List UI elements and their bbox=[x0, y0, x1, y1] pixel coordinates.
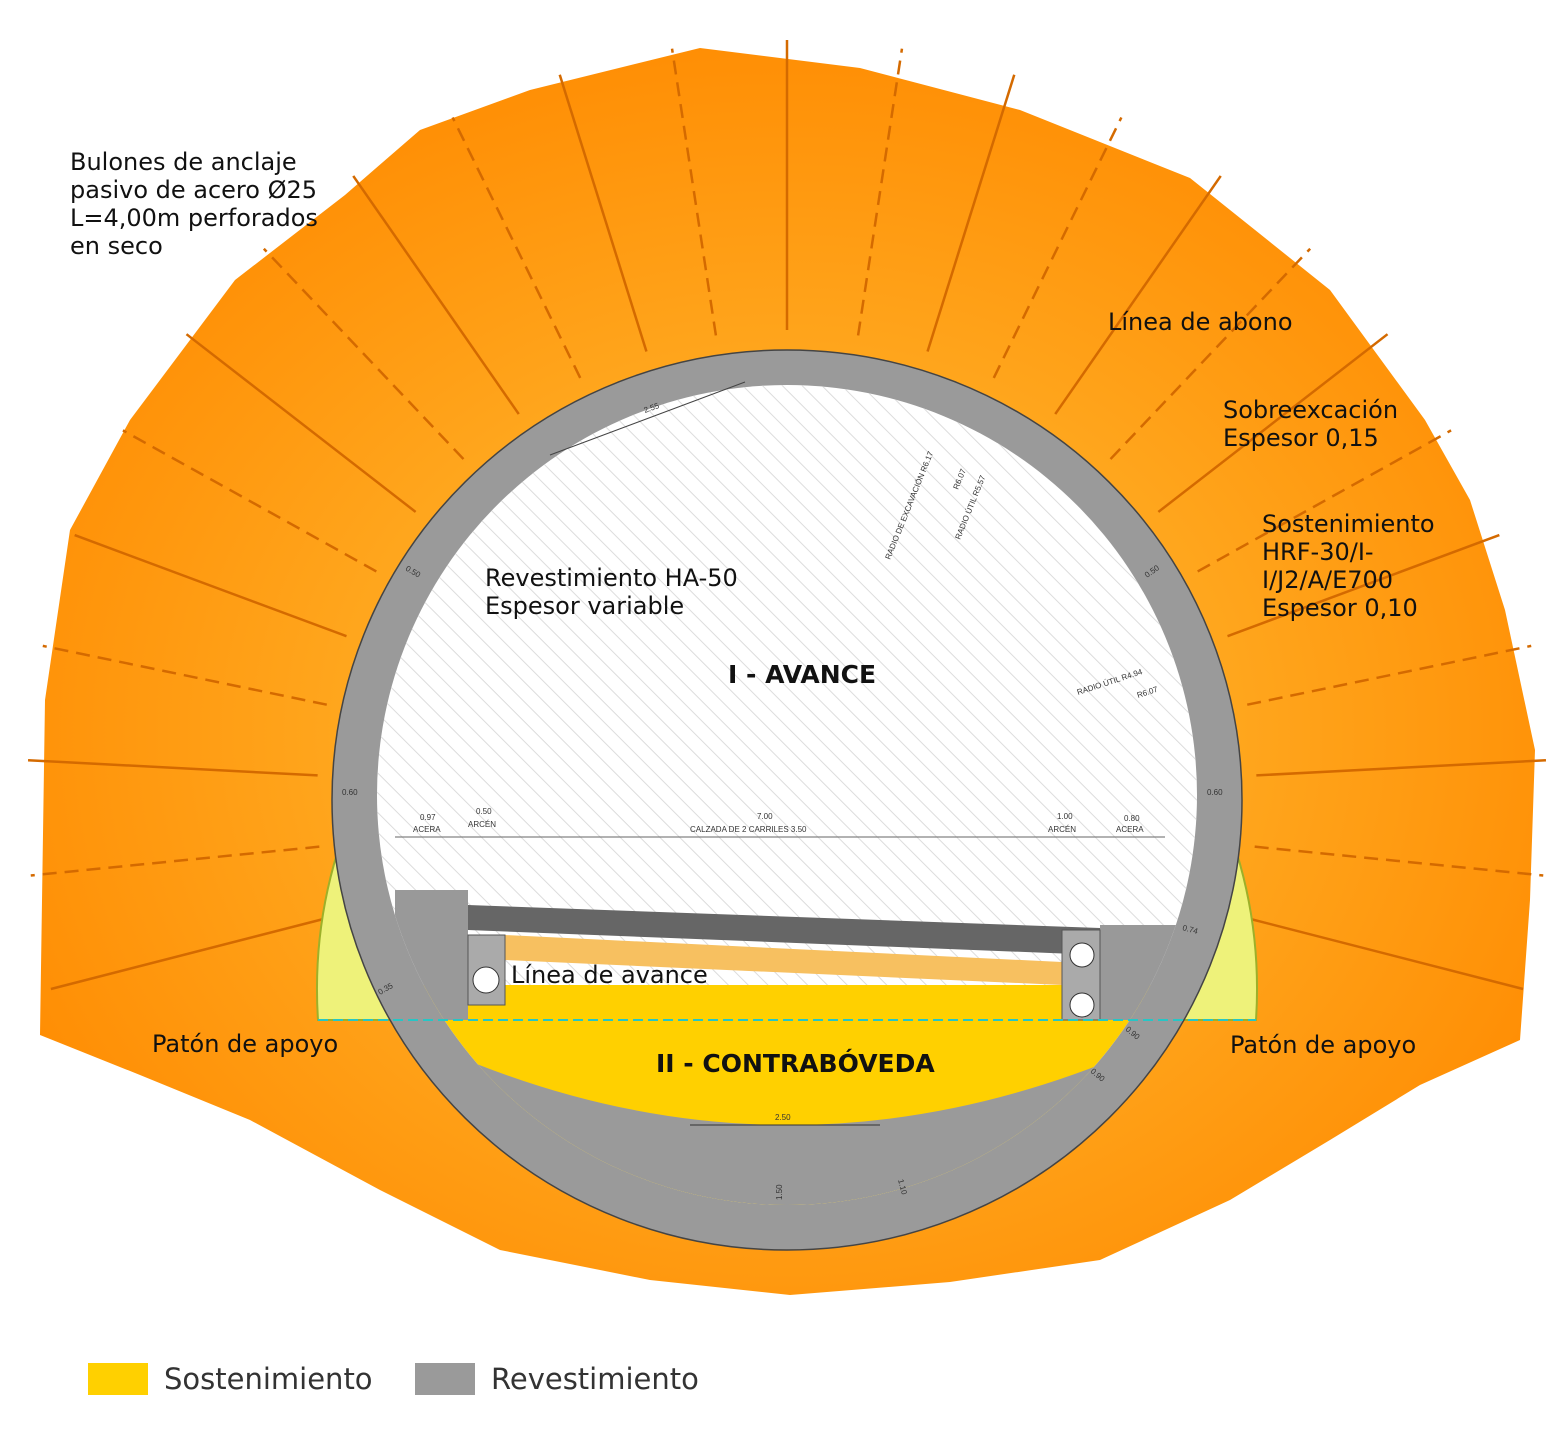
label-sostenimiento: Sostenimiento HRF-30/I- I/J2/A/E700 Espe… bbox=[1262, 510, 1435, 622]
rock-bolt-line bbox=[42, 644, 328, 706]
road-base-layer bbox=[505, 935, 1062, 985]
rock-bolt-line bbox=[856, 48, 904, 336]
label-paton-der: Patón de apoyo bbox=[1230, 1031, 1417, 1059]
dim-acera-izq: ACERA bbox=[413, 825, 441, 834]
legend-swatch bbox=[88, 1363, 148, 1395]
label-bulones: Bulones de anclaje pasivo de acero Ø25 L… bbox=[70, 148, 318, 260]
dim-acera-der: ACERA bbox=[1116, 825, 1144, 834]
rock-bolt-line bbox=[558, 74, 648, 352]
drain-pipe-icon bbox=[1069, 942, 1095, 968]
drain-pipe-icon bbox=[472, 966, 500, 994]
dim-acera-izq-val: 0.97 bbox=[420, 813, 436, 822]
rock-bolt-line bbox=[50, 915, 333, 991]
rock-bolt-line bbox=[1054, 175, 1222, 415]
rock-bolt-line bbox=[30, 845, 320, 877]
dim-ring-right: 0.60 bbox=[1207, 788, 1223, 797]
dim-invert-150: 1.50 bbox=[775, 1184, 784, 1200]
rock-bolt-line bbox=[926, 74, 1016, 352]
rock-bolt-line bbox=[27, 758, 318, 777]
rock-bolt-line bbox=[1241, 915, 1524, 991]
drain-pipe-icon bbox=[1069, 992, 1095, 1018]
label-sobreexcavacion: Sobreexcación Espesor 0,15 bbox=[1223, 396, 1399, 452]
rock-bolt-line bbox=[352, 175, 520, 415]
legend-item-sostenimiento: Sostenimiento bbox=[88, 1362, 373, 1396]
label-avance: I - AVANCE bbox=[728, 660, 877, 689]
label-paton-izq: Patón de apoyo bbox=[152, 1030, 339, 1058]
dim-right-074: 0.74 bbox=[1181, 923, 1199, 936]
rock-bolt-line bbox=[74, 533, 347, 638]
dim-acera-der-val: 0.80 bbox=[1124, 814, 1140, 823]
road-slab bbox=[468, 905, 1100, 955]
legend-item-revestimiento: Revestimiento bbox=[415, 1362, 699, 1396]
dim-calzada: CALZADA DE 2 CARRILES 3.50 bbox=[690, 825, 807, 834]
rock-bolt-line bbox=[185, 333, 417, 513]
rock-bolt-line bbox=[262, 247, 465, 460]
label-linea-avance: Línea de avance bbox=[511, 961, 708, 989]
rock-bolt-line bbox=[1254, 845, 1544, 877]
rock-bolt-line bbox=[1246, 644, 1532, 706]
dim-invert-110: 1.10 bbox=[896, 1178, 909, 1196]
rock-bolt-line bbox=[451, 116, 582, 379]
legend-label: Revestimiento bbox=[491, 1362, 699, 1396]
label-contraboveda: II - CONTRABÓVEDA bbox=[656, 1049, 935, 1078]
legend-label: Sostenimiento bbox=[164, 1362, 373, 1396]
dim-arcen-izq: ARCÉN bbox=[468, 820, 496, 829]
rock-bolt-line bbox=[1197, 429, 1452, 573]
rock-bolt-line bbox=[1227, 533, 1500, 638]
dim-arcen-izq-val: 0.50 bbox=[476, 807, 492, 816]
rock-bolt-line bbox=[992, 116, 1123, 379]
rock-bolt-line bbox=[670, 48, 718, 336]
dim-arcen-der: ARCÉN bbox=[1048, 825, 1076, 834]
dimension-line bbox=[549, 381, 746, 456]
dim-arcen-der-val: 1.00 bbox=[1057, 812, 1073, 821]
label-linea-abono: Línea de abono bbox=[1108, 308, 1293, 336]
legend-swatch bbox=[415, 1363, 475, 1395]
rock-bolt-line bbox=[122, 429, 377, 573]
dim-invert-chord: 2.50 bbox=[775, 1113, 791, 1122]
rock-bolts bbox=[27, 40, 1547, 991]
dim-calzada-val: 7.00 bbox=[757, 812, 773, 821]
label-revestimiento: Revestimiento HA-50 Espesor variable bbox=[485, 564, 738, 620]
rock-bolt-line bbox=[1157, 333, 1389, 513]
rock-bolt-line bbox=[1109, 247, 1312, 460]
rock-bolt-line bbox=[1256, 758, 1547, 777]
dim-ring-left: 0.60 bbox=[342, 788, 358, 797]
